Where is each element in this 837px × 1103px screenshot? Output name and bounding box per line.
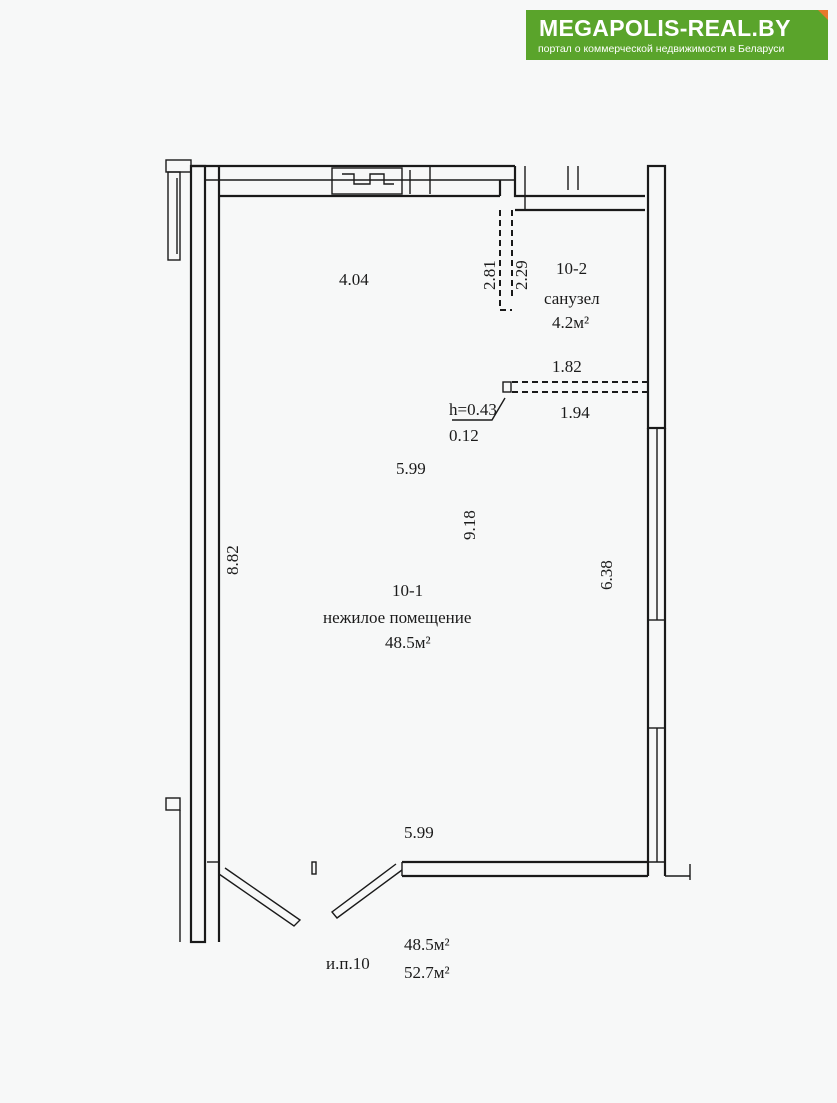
dim-partition-bottom: 1.94 <box>560 403 590 422</box>
dim-top-left: 4.04 <box>339 270 369 289</box>
site-brand: MEGAPOLIS-REAL.BY <box>539 15 791 41</box>
dim-height-mark: h=0.43 <box>449 400 497 419</box>
main-room-number: 10-1 <box>392 581 423 600</box>
footer-ref: и.п.10 <box>326 954 370 973</box>
badge-corner-fold <box>818 10 828 20</box>
dim-bottom-width: 5.99 <box>404 823 434 842</box>
main-room-name: нежилое помещение <box>323 608 471 627</box>
dim-wc-width: 2.81 <box>480 260 499 290</box>
bottom-wall <box>207 860 648 878</box>
wc-room-name: санузел <box>544 289 600 308</box>
site-logo-badge[interactable]: MEGAPOLIS-REAL.BY портал о коммерческой … <box>526 10 828 60</box>
site-tagline: портал о коммерческой недвижимости в Бел… <box>538 43 785 55</box>
dim-right-length: 6.38 <box>597 560 616 590</box>
main-room-area: 48.5м² <box>385 633 431 652</box>
wc-room-number: 10-2 <box>556 259 587 278</box>
left-wall <box>165 159 221 944</box>
dim-left-length: 8.82 <box>223 545 242 575</box>
dim-partition-thickness: 0.12 <box>449 426 479 445</box>
wc-room-area: 4.2м² <box>552 313 589 332</box>
footer-area-1: 48.5м² <box>404 935 450 954</box>
entrance-door <box>218 863 403 927</box>
dim-wc-inner: 2.29 <box>512 260 531 290</box>
dim-mid-length: 9.18 <box>460 510 479 540</box>
wc-partition <box>452 210 648 421</box>
dim-mid-width: 5.99 <box>396 459 426 478</box>
right-wall <box>646 164 691 880</box>
top-wall <box>191 164 645 212</box>
footer-area-2: 52.7м² <box>404 963 450 982</box>
dim-partition-top: 1.82 <box>552 357 582 376</box>
